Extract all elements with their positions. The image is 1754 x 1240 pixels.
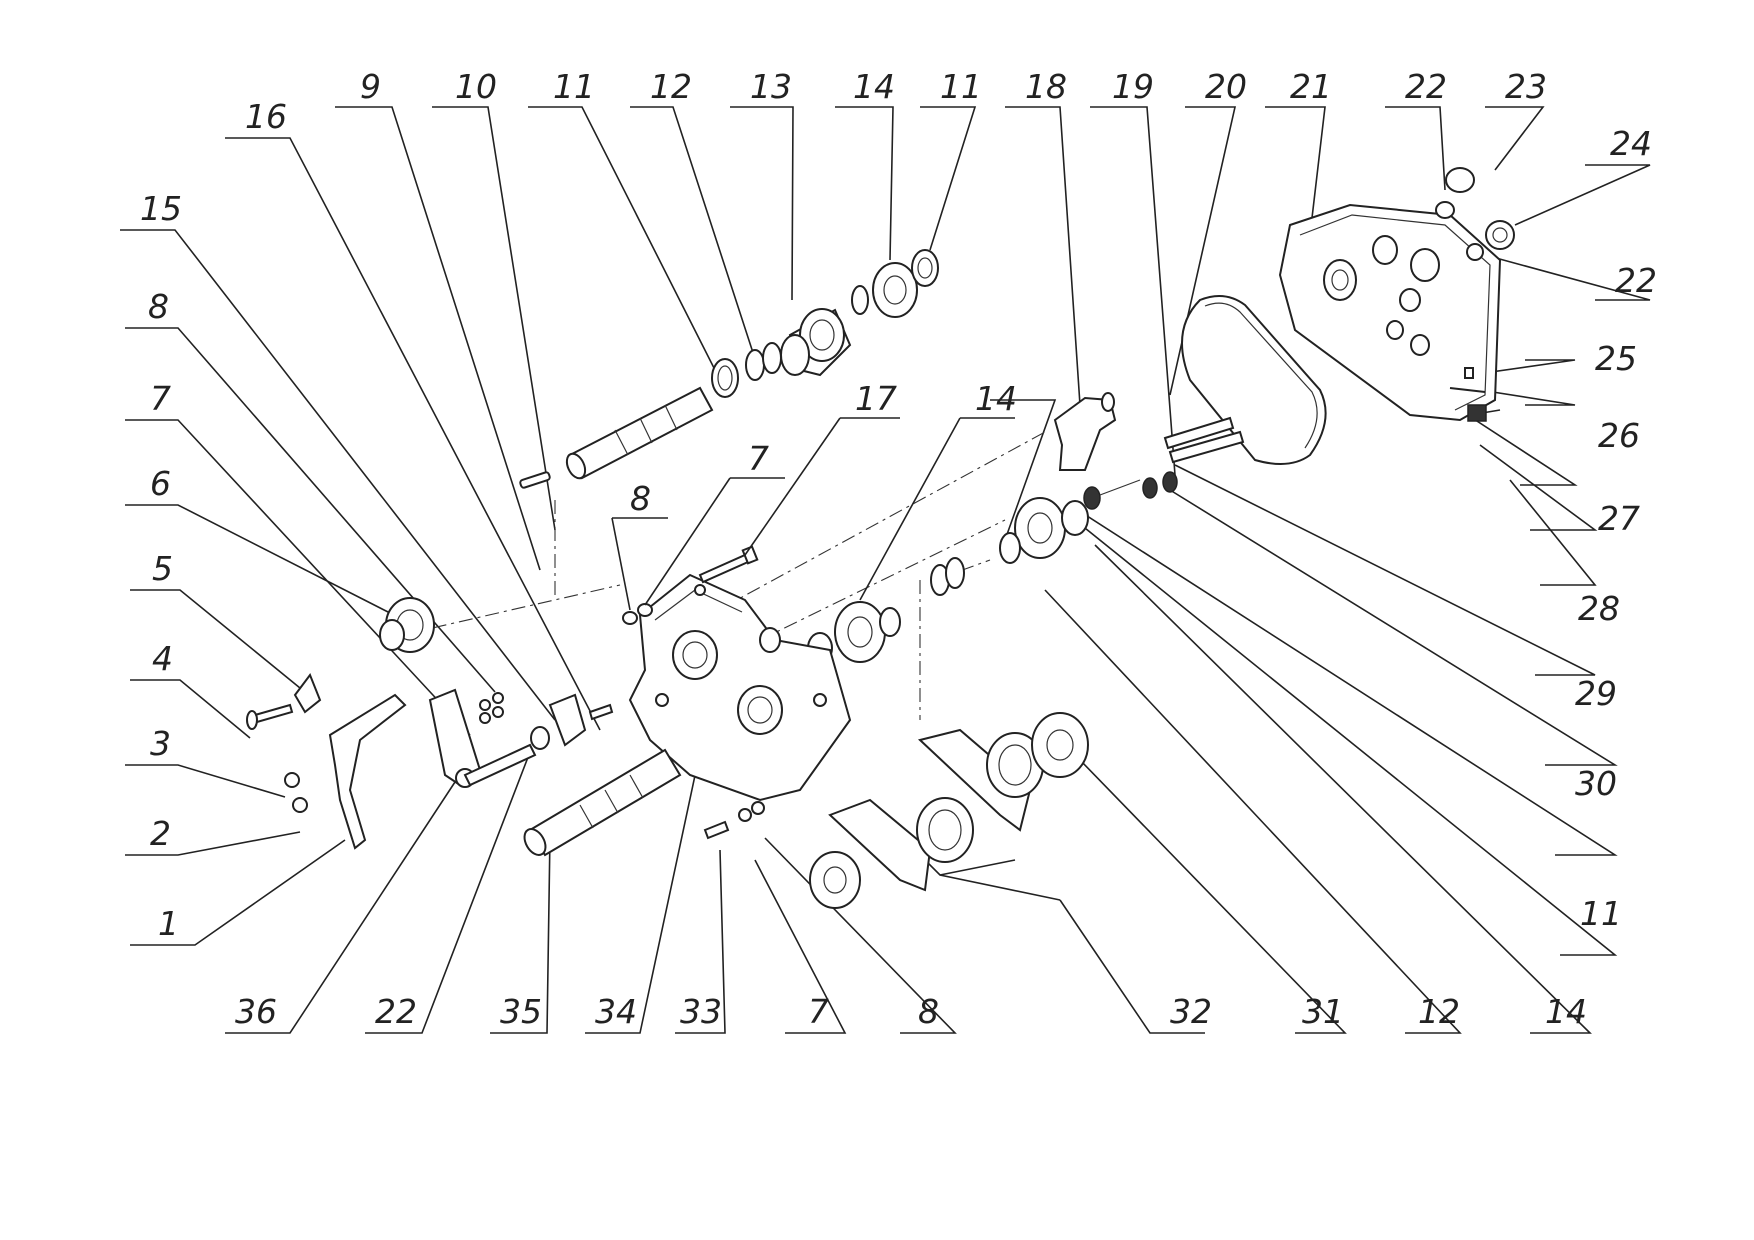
callout-17: 17: [855, 379, 897, 418]
callout-22-right: 22: [1615, 261, 1657, 300]
callout-27: 27: [1598, 499, 1640, 538]
callout-9: 9: [360, 67, 381, 106]
callout-8-mid: 8: [630, 479, 651, 518]
bolt-17: [698, 545, 759, 584]
callout-5: 5: [152, 549, 173, 588]
pins-28-29: [1163, 416, 1245, 464]
callout-11-right: 11: [1580, 894, 1622, 933]
callout-14-bottom: 14: [1545, 992, 1587, 1031]
callout-26: 26: [1598, 416, 1640, 455]
left-linkage: [246, 597, 614, 850]
leader-lines: [120, 106, 1651, 1034]
rings-11-12-top: [711, 342, 782, 398]
callout-12-bottom: 12: [1418, 992, 1460, 1031]
callout-35: 35: [500, 992, 542, 1031]
callout-31: 31: [1302, 992, 1344, 1031]
housing-34: [628, 573, 852, 802]
callout-7-bottom: 7: [808, 992, 829, 1031]
callout-33: 33: [680, 992, 722, 1031]
callout-30: 30: [1575, 764, 1617, 803]
drain-parts-25-26-27: [1449, 367, 1487, 422]
callout-7-mid: 7: [748, 439, 769, 478]
callout-32: 32: [1170, 992, 1212, 1031]
lever-18: [1053, 392, 1117, 471]
callout-8-bottom: 8: [918, 992, 939, 1031]
callout-36: 36: [235, 992, 277, 1031]
label-underlines: [611, 417, 1015, 611]
callout-3: 3: [150, 724, 171, 763]
clutch-13: [780, 308, 852, 377]
callout-6: 6: [150, 464, 171, 503]
callout-25: 25: [1595, 339, 1637, 378]
shaft-10: [565, 386, 714, 480]
callout-labels: 9 10 11 12 13 14 11 18 19 20 21 22 23 24…: [140, 67, 1657, 1031]
springs-29-30: [1083, 471, 1178, 510]
callout-8-left: 8: [148, 287, 169, 326]
callout-11-top-b: 11: [940, 67, 982, 106]
callout-20: 20: [1205, 67, 1247, 106]
callout-14-mid: 14: [975, 379, 1017, 418]
callout-18: 18: [1025, 67, 1067, 106]
callout-22-bottom: 22: [375, 992, 417, 1031]
callout-22-top: 22: [1405, 67, 1447, 106]
callout-11-top-a: 11: [553, 67, 595, 106]
callout-14-top: 14: [853, 67, 895, 106]
bearings-right: [930, 497, 1089, 596]
callout-23: 23: [1505, 67, 1547, 106]
callout-19: 19: [1112, 67, 1154, 106]
pin-9: [519, 471, 551, 489]
tensioner-32-lower: [809, 797, 974, 909]
plugs-22-23-24: [1435, 167, 1515, 261]
callout-2: 2: [150, 814, 171, 853]
callout-21: 21: [1290, 67, 1332, 106]
screw-33-washers: [703, 801, 765, 840]
callout-34: 34: [595, 992, 637, 1031]
callout-1: 1: [158, 904, 179, 943]
callout-28: 28: [1578, 589, 1620, 628]
callout-15: 15: [140, 189, 182, 228]
callout-7-left: 7: [150, 379, 171, 418]
callout-13: 13: [750, 67, 792, 106]
callout-16: 16: [245, 97, 287, 136]
bearing-31: [1031, 712, 1089, 778]
belt-20: [1181, 295, 1327, 465]
callout-4: 4: [152, 639, 173, 678]
tensioner-32-upper: [917, 728, 1044, 832]
bearing-14-top: [851, 249, 939, 318]
cover-21: [1278, 203, 1502, 422]
callout-10: 10: [455, 67, 497, 106]
callout-29: 29: [1575, 674, 1617, 713]
callout-24: 24: [1610, 124, 1652, 163]
shaft-35: [523, 748, 682, 857]
callout-12-top: 12: [650, 67, 692, 106]
